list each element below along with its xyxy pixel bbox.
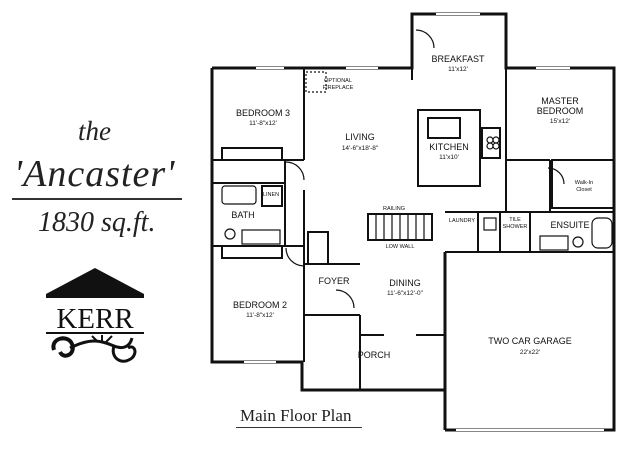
title-divider	[12, 198, 182, 200]
label-master-1: MASTER	[541, 96, 579, 106]
dim-master: 15'x12'	[550, 118, 570, 125]
ensuite-tub-icon	[591, 217, 613, 249]
plan-caption: Main Floor Plan	[240, 406, 352, 425]
bathtub-icon	[221, 185, 257, 205]
label-foyer: FOYER	[318, 276, 350, 286]
label-living: LIVING	[345, 132, 375, 142]
label-tile-1: TILE	[509, 217, 521, 223]
dim-breakfast: 11'x12'	[448, 66, 468, 73]
dim-living: 14'-6"x18'-8"	[342, 145, 379, 152]
logo-brand-text: KERR	[56, 303, 134, 335]
label-kitchen: KITCHEN	[429, 142, 469, 152]
ensuite-vanity-icon	[539, 235, 569, 251]
dim-bedroom-3: 11'-8"x12'	[249, 120, 277, 127]
label-bedroom-3: BEDROOM 3	[236, 108, 290, 118]
label-porch: PORCH	[358, 350, 391, 360]
ensuite-toilet-icon	[572, 236, 584, 248]
label-garage: TWO CAR GARAGE	[488, 336, 572, 346]
label-walkin-2: Closet	[576, 187, 592, 193]
label-master-2: BEDROOM	[537, 106, 584, 116]
logo-roof-icon	[46, 268, 144, 294]
square-footage: 1830 sq.ft.	[38, 207, 156, 238]
exterior-walls	[210, 12, 616, 432]
label-dining: DINING	[389, 278, 421, 288]
kerr-logo: KERR	[46, 268, 144, 363]
logo-scroll-icon	[51, 335, 137, 363]
label-ensuite: ENSUITE	[550, 220, 589, 230]
label-fireplace-1: OPTIONAL	[324, 78, 352, 84]
label-railing: RAILING	[383, 206, 405, 212]
label-tile-2: SHOWER	[503, 224, 528, 230]
label-walkin-1: Walk-In	[575, 180, 593, 186]
dim-kitchen: 11'x10'	[439, 154, 459, 161]
label-bedroom-2: BEDROOM 2	[233, 300, 287, 310]
label-linen: LINEN	[263, 192, 279, 198]
title-the: the	[78, 116, 111, 146]
vanity-icon	[241, 229, 281, 245]
model-name: 'Ancaster'	[14, 153, 176, 195]
dim-bedroom-2: 11'-8"x12'	[246, 312, 274, 319]
fixtures	[221, 13, 613, 363]
label-laundry: LAUNDRY	[449, 218, 476, 224]
laundry-sink-icon	[483, 217, 497, 231]
label-fireplace-2: FIREPLACE	[323, 85, 354, 91]
label-low-wall: LOW WALL	[386, 244, 415, 250]
dim-dining: 11'-6"x12'-0"	[387, 290, 424, 297]
dim-garage: 22'x22'	[520, 349, 540, 356]
label-bath: BATH	[231, 210, 254, 220]
label-breakfast: BREAKFAST	[431, 54, 485, 64]
caption-underline	[236, 427, 362, 428]
toilet-icon	[224, 228, 236, 240]
